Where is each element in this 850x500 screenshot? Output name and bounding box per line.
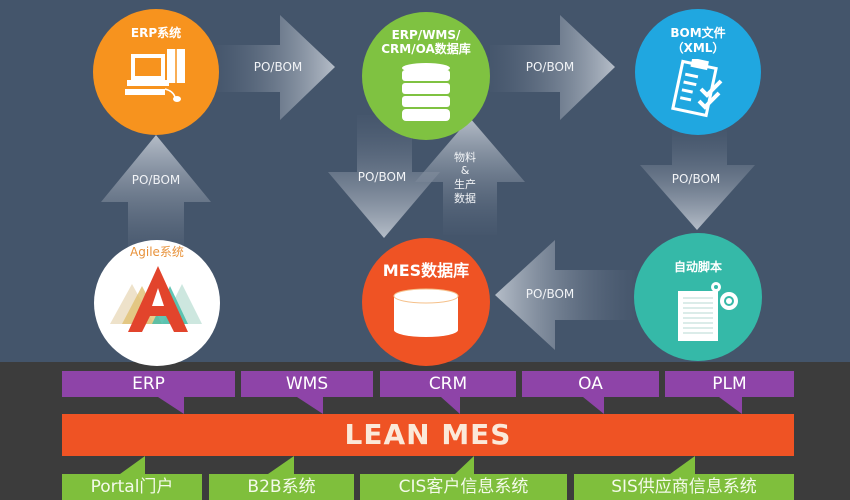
arrow-label-db-to-bom: PO/BOM xyxy=(525,60,575,74)
computer-icon xyxy=(125,49,185,102)
integration-wms[interactable]: WMS xyxy=(241,371,373,397)
node-erp-wms-crm-oa-database[interactable]: ERP/WMS/ CRM/OA数据库 xyxy=(362,12,490,140)
arrow-db-to-mes xyxy=(328,115,440,238)
node-title: 自动脚本 xyxy=(673,260,722,274)
node-bom-file[interactable]: BOM文件 （XML） xyxy=(635,9,761,135)
node-mes-database[interactable]: MES数据库 xyxy=(362,238,490,366)
node-title: ERP系统 xyxy=(130,26,182,40)
arrow-label-script-to-mes: PO/BOM xyxy=(525,287,575,301)
integration-connectors-bottom xyxy=(120,456,695,474)
arrow-mes-to-db xyxy=(415,118,525,235)
node-title-line2: （XML） xyxy=(671,41,725,55)
integration-cis[interactable]: CIS客户信息系统 xyxy=(360,474,567,500)
database-icon xyxy=(402,63,450,121)
arrow-erp-to-db xyxy=(215,15,335,120)
arrow-db-to-bom xyxy=(490,15,615,120)
label-line: 物料 xyxy=(454,151,476,164)
arrow-label-erp-to-db: PO/BOM xyxy=(253,60,303,74)
node-auto-script[interactable]: 自动脚本 xyxy=(634,233,762,361)
node-title-line2: CRM/OA数据库 xyxy=(381,42,471,56)
label-line: & xyxy=(460,164,470,177)
label-line: 生产 xyxy=(454,178,476,191)
node-title: MES数据库 xyxy=(382,261,470,280)
integration-portal[interactable]: Portal门户 xyxy=(62,474,202,500)
label-line: 数据 xyxy=(454,192,476,205)
arrow-label-bom-to-script: PO/BOM xyxy=(671,172,721,186)
integration-crm[interactable]: CRM xyxy=(380,371,516,397)
integration-oa[interactable]: OA xyxy=(522,371,659,397)
integration-connectors-top xyxy=(158,397,742,414)
arrow-script-to-mes xyxy=(495,240,635,350)
arrow-label-db-to-mes: PO/BOM xyxy=(357,170,407,184)
clipboard-checklist-icon xyxy=(671,59,723,118)
integration-plm[interactable]: PLM xyxy=(665,371,794,397)
integration-b2b[interactable]: B2B系统 xyxy=(209,474,354,500)
lean-mes-core[interactable]: LEAN MES xyxy=(62,414,794,456)
node-title-line1: ERP/WMS/ xyxy=(391,28,461,42)
agile-logo-icon xyxy=(110,266,202,332)
arrow-label-agile-to-erp: PO/BOM xyxy=(131,173,181,187)
integration-erp[interactable]: ERP xyxy=(62,371,235,397)
node-title: Agile系统 xyxy=(130,245,184,259)
document-gear-icon xyxy=(678,282,738,341)
arrow-bom-to-script xyxy=(640,130,755,230)
node-erp-system[interactable]: ERP系统 xyxy=(93,9,219,135)
integration-sis[interactable]: SIS供应商信息系统 xyxy=(574,474,794,500)
flow-arrows xyxy=(101,15,755,350)
node-agile-system[interactable]: Agile系统 xyxy=(94,240,220,366)
node-title-line1: BOM文件 xyxy=(670,26,726,40)
arrow-agile-to-erp xyxy=(101,135,211,262)
database-cylinder-icon xyxy=(393,288,459,337)
